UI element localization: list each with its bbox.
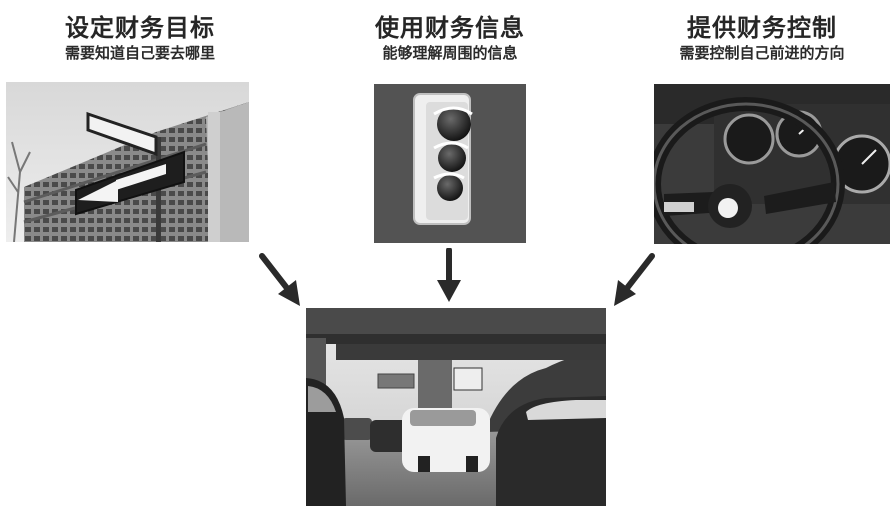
arrow-down-right-icon <box>259 253 300 306</box>
one-way-arrow-sign-photo <box>6 82 249 242</box>
goal-subtitle: 需要知道自己要去哪里 <box>64 44 215 62</box>
info-title: 使用财务信息 <box>375 14 525 42</box>
highway-traffic-photo <box>306 308 606 506</box>
control-subtitle: 需要控制自己前进的方向 <box>679 44 845 62</box>
goal-title: 设定财务目标 <box>65 14 215 42</box>
control-title: 提供财务控制 <box>687 14 837 42</box>
info-subtitle: 能够理解周围的信息 <box>382 44 518 62</box>
arrow-down-left-icon <box>614 253 655 306</box>
traffic-light-photo <box>374 84 526 243</box>
arrow-down-icon <box>437 248 461 302</box>
steering-wheel-photo <box>654 84 890 244</box>
